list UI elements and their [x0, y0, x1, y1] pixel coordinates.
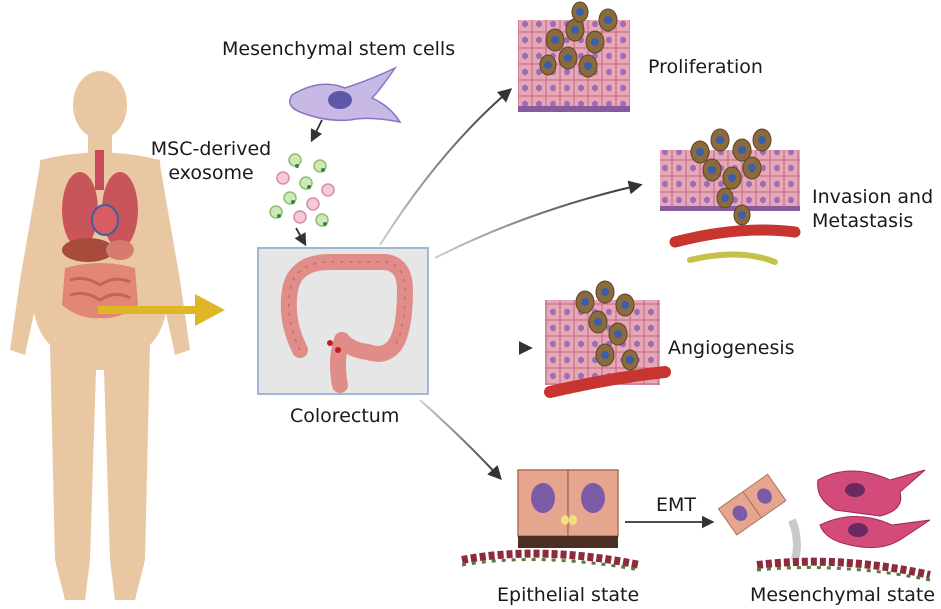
colorectum-panel	[257, 247, 429, 395]
exosome-label-line2: exosome	[168, 162, 254, 184]
stomach-organ	[106, 240, 134, 260]
arrow-to-emt	[419, 399, 502, 481]
angiogenesis-label: Angiogenesis	[668, 337, 795, 359]
mesenchymal-state-label: Mesenchymal state	[750, 584, 936, 606]
proliferation-tissue-image	[518, 1, 630, 112]
colorectum-label: Colorectum	[290, 405, 400, 427]
lungs-organ	[62, 172, 98, 248]
proliferation-label: Proliferation	[648, 56, 763, 78]
body-to-colorectum-arrow	[98, 294, 225, 326]
invasion-label-line1: Invasion and	[812, 186, 934, 208]
exosome-label-line1: MSC-derived	[150, 138, 272, 160]
invasion-tissue-image	[660, 128, 801, 265]
epithelial-cells-image	[461, 469, 641, 572]
mesenchymal-stem-cell-image	[289, 66, 402, 124]
angiogenesis-tissue-image	[544, 280, 671, 398]
trachea-organ	[95, 150, 104, 190]
heart-organ	[91, 204, 119, 236]
mesenchymal-cells-image	[717, 469, 931, 582]
epithelial-state-label: Epithelial state	[497, 584, 640, 606]
msc-label: Mesenchymal stem cells	[222, 38, 456, 60]
emt-label: EMT	[656, 494, 697, 516]
exosome-cluster	[269, 153, 335, 227]
arrow-to-invasion	[434, 180, 643, 259]
tumor-spot	[327, 340, 333, 346]
msc-to-exosome-arrow	[310, 119, 323, 143]
invasion-label-line2: Metastasis	[812, 210, 914, 232]
exosome-to-colorectum-arrow	[294, 227, 307, 247]
liver-organ	[62, 238, 114, 262]
arrow-to-proliferation	[379, 88, 513, 246]
intestine-organ	[62, 263, 138, 319]
human-body-figure	[10, 71, 190, 600]
